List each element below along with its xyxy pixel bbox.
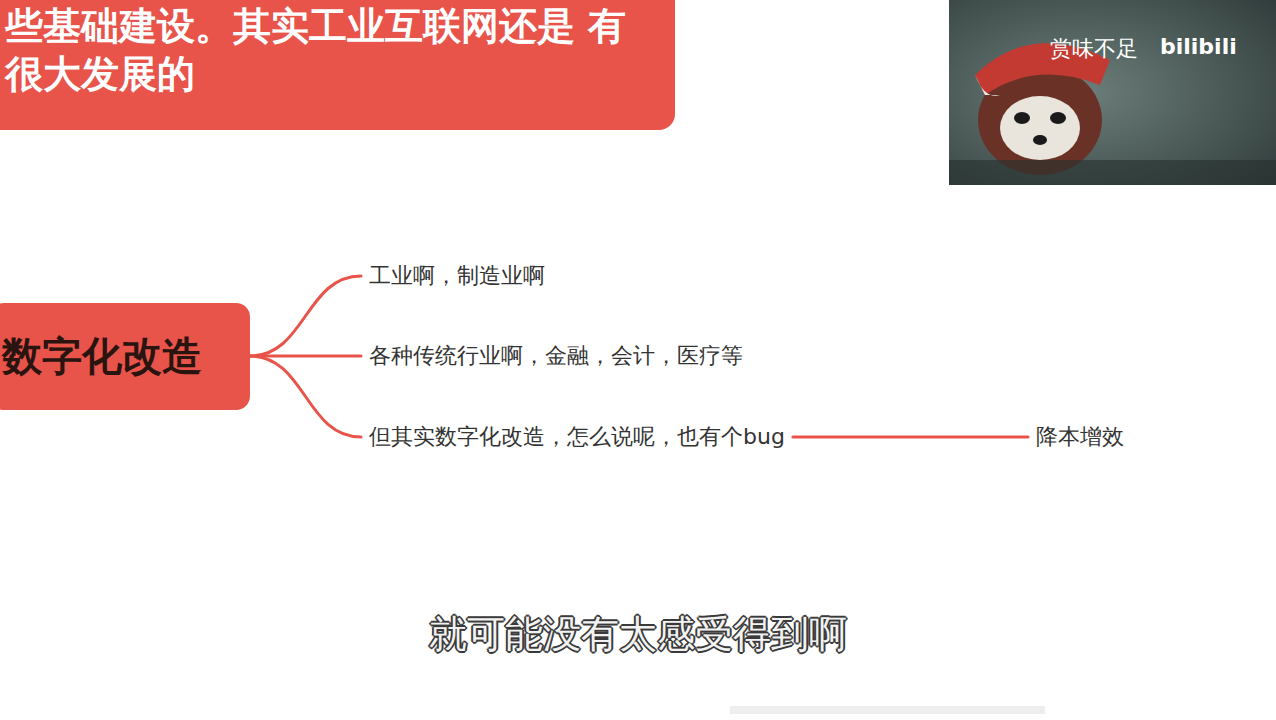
node-text: 但其实数字化改造，怎么说呢，也有个bug bbox=[369, 423, 785, 451]
subtitle-text: 就可能没有太感受得到啊 bbox=[429, 610, 847, 658]
branch-topic: 但其实数字化改造，怎么说呢，也有个bug bbox=[361, 421, 793, 453]
node-text: 降本增效 bbox=[1036, 423, 1124, 451]
title-text: 些基础建设。其实工业互联网还是 有很大发展的 bbox=[5, 2, 645, 98]
branch-line bbox=[250, 276, 361, 356]
branch-line bbox=[250, 356, 361, 437]
root-topic: 数字化改造 bbox=[0, 303, 250, 410]
sub-topic: 降本增效 bbox=[1028, 421, 1132, 453]
node-text: 工业啊，制造业啊 bbox=[369, 262, 545, 290]
progress-bar bbox=[730, 706, 1045, 714]
branch-line bbox=[793, 436, 1028, 439]
node-text: 各种传统行业啊，金融，会计，医疗等 bbox=[369, 342, 743, 370]
branch-topic: 工业啊，制造业啊 bbox=[361, 260, 553, 292]
branch-topic: 各种传统行业啊，金融，会计，医疗等 bbox=[361, 340, 751, 372]
logo-text: bilibili bbox=[1160, 34, 1237, 59]
webcam-image bbox=[949, 0, 1276, 185]
subtitle: 就可能没有太感受得到啊 bbox=[0, 610, 1276, 658]
watermark-text: 赏味不足 bbox=[1050, 34, 1138, 64]
title-banner: 些基础建设。其实工业互联网还是 有很大发展的 bbox=[0, 0, 675, 130]
branch-line bbox=[250, 355, 361, 358]
node-text: 数字化改造 bbox=[2, 333, 202, 380]
